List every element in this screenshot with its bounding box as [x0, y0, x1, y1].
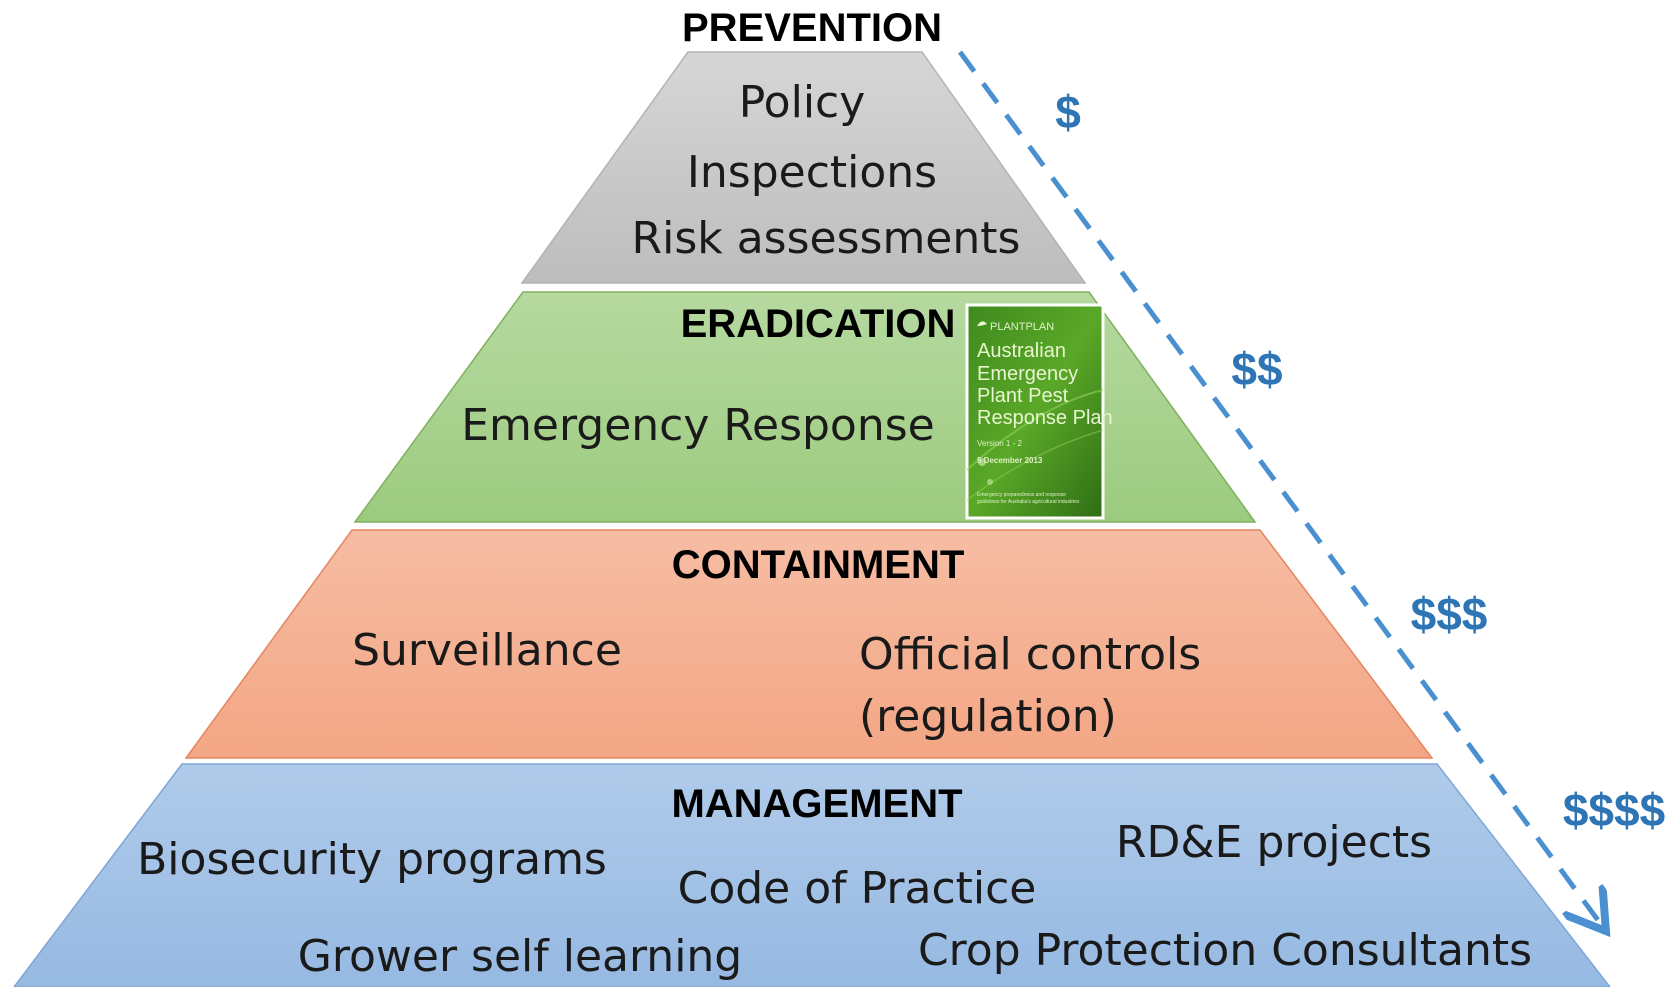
prevention-item-policy: Policy: [739, 77, 866, 128]
cover-title-line-3: Plant Pest: [977, 385, 1069, 407]
containment-heading: CONTAINMENT: [672, 543, 965, 587]
containment-band: [184, 529, 1434, 759]
containment-item-surveillance: Surveillance: [352, 625, 622, 676]
cost-label-4: $$$$: [1563, 784, 1665, 836]
dashed-arrow-down-right-icon: [957, 50, 1600, 923]
eradication-item-emergency-response: Emergency Response: [461, 400, 934, 451]
cost-label-1: $: [1055, 86, 1081, 138]
management-heading: MANAGEMENT: [671, 782, 962, 826]
cost-label-2: $$: [1231, 343, 1282, 395]
leaf-icon: [977, 321, 987, 326]
cover-version: Version 1 - 2: [977, 439, 1022, 448]
prevention-item-risk-assessments: Risk assessments: [632, 213, 1021, 264]
containment-item-regulation: (regulation): [859, 691, 1117, 742]
cover-title-line-1: Australian: [977, 340, 1066, 362]
tier-eradication: ERADICATION Emergency Response PLANTPLAN…: [353, 291, 1257, 523]
cover-brand: PLANTPLAN: [990, 321, 1054, 333]
plantplan-cover-image: PLANTPLAN Australian Emergency Plant Pes…: [965, 303, 1113, 520]
tier-containment: CONTAINMENT Surveillance Official contro…: [184, 529, 1434, 759]
cover-date: 5 December 2013: [977, 456, 1043, 465]
cover-caption-line-2: guidelines for Australia's agricultural …: [977, 499, 1080, 505]
prevention-band: [520, 51, 1087, 284]
cover-title-line-2: Emergency: [977, 363, 1078, 385]
cost-label-3: $$$: [1411, 588, 1488, 640]
cover-title-line-4: Response Plan: [977, 407, 1113, 429]
management-item-grower-self-learning: Grower self learning: [298, 931, 742, 982]
eradication-heading: ERADICATION: [681, 302, 956, 346]
management-band: [13, 763, 1611, 987]
cost-scale: $ $$ $$$ $$$$: [957, 50, 1665, 923]
management-item-code-of-practice: Code of Practice: [678, 863, 1037, 914]
containment-item-official-controls: Official controls: [859, 629, 1201, 680]
tier-management: MANAGEMENT Biosecurity programs Code of …: [13, 763, 1611, 987]
prevention-item-inspections: Inspections: [687, 147, 937, 198]
management-item-biosecurity-programs: Biosecurity programs: [137, 834, 607, 885]
cover-caption-line-1: Emergency preparedness and response: [977, 492, 1066, 498]
management-item-rde-projects: RD&E projects: [1116, 817, 1432, 868]
management-item-crop-protection-consultants: Crop Protection Consultants: [918, 925, 1532, 976]
prevention-heading: PREVENTION: [682, 6, 942, 50]
tier-prevention: PREVENTION Policy Inspections Risk asses…: [520, 6, 1087, 284]
